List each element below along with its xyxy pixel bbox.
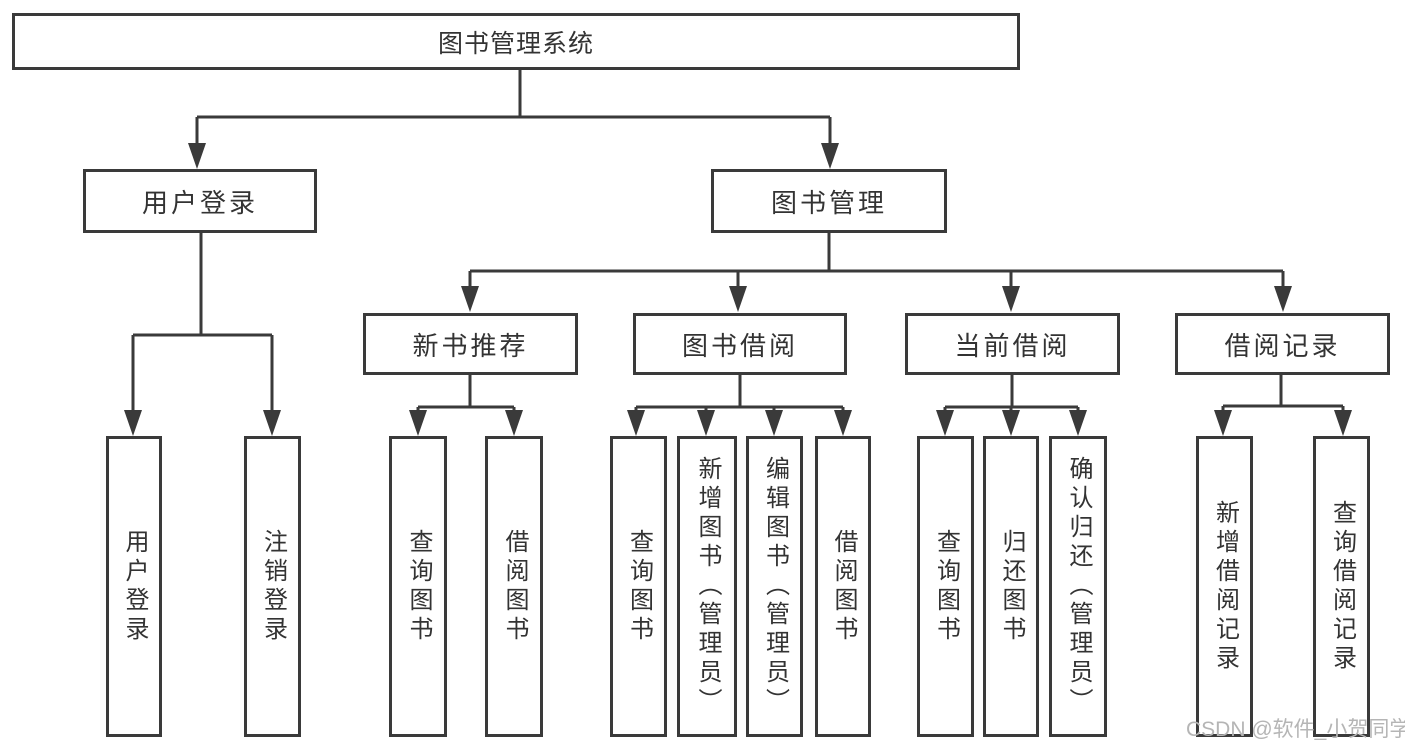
node-label: 图书管理系统 (437, 29, 594, 58)
leaf-confirm-return-admin: 确认归还（管理员） (1049, 436, 1107, 737)
node-label: 图书借阅 (681, 330, 798, 361)
leaf-add-borrow-record: 新增借阅记录 (1196, 436, 1253, 737)
leaf-user-login: 用户登录 (106, 436, 162, 737)
node-label: 编辑图书（管理员） (761, 456, 789, 717)
node-book-borrowing: 图书借阅 (633, 313, 847, 375)
watermark: CSDN @软件_小贺同学 (1186, 718, 1405, 741)
node-borrowing-records: 借阅记录 (1175, 313, 1390, 375)
node-label: 归还图书 (998, 528, 1025, 645)
node-label: 用户登录 (141, 187, 258, 218)
node-label: 图书管理 (770, 187, 887, 218)
node-label: 新书推荐 (412, 330, 529, 361)
node-new-book-recommend: 新书推荐 (363, 313, 578, 375)
node-label: 查询借阅记录 (1328, 499, 1356, 674)
node-label: 借阅图书 (830, 528, 857, 645)
node-label: 当前借阅 (954, 330, 1071, 361)
node-library-management-system: 图书管理系统 (12, 13, 1020, 70)
leaf-query-books-borrow: 查询图书 (610, 436, 667, 737)
node-book-management: 图书管理 (711, 169, 947, 233)
node-label: 新增图书（管理员） (694, 456, 721, 717)
leaf-borrow-books-recommend: 借阅图书 (485, 436, 543, 737)
node-label: 用户登录 (121, 528, 148, 645)
leaf-query-books-recommend: 查询图书 (389, 436, 447, 737)
leaf-borrow-books: 借阅图书 (815, 436, 871, 737)
node-label: 查询图书 (625, 528, 653, 645)
leaf-logout: 注销登录 (244, 436, 301, 737)
node-label: 确认归还（管理员） (1065, 456, 1092, 717)
node-label: 借阅图书 (501, 528, 528, 645)
leaf-query-borrow-record: 查询借阅记录 (1313, 436, 1370, 737)
node-label: 新增借阅记录 (1211, 499, 1239, 674)
leaf-query-books-current: 查询图书 (917, 436, 974, 737)
node-user-login: 用户登录 (83, 169, 317, 233)
leaf-edit-books-admin: 编辑图书（管理员） (746, 436, 803, 737)
node-label: 借阅记录 (1224, 330, 1341, 361)
node-label: 注销登录 (259, 528, 287, 645)
leaf-return-books: 归还图书 (983, 436, 1039, 737)
node-label: 查询图书 (932, 528, 960, 645)
node-label: 查询图书 (405, 528, 432, 645)
leaf-add-books-admin: 新增图书（管理员） (677, 436, 737, 737)
node-current-borrowing: 当前借阅 (905, 313, 1120, 375)
